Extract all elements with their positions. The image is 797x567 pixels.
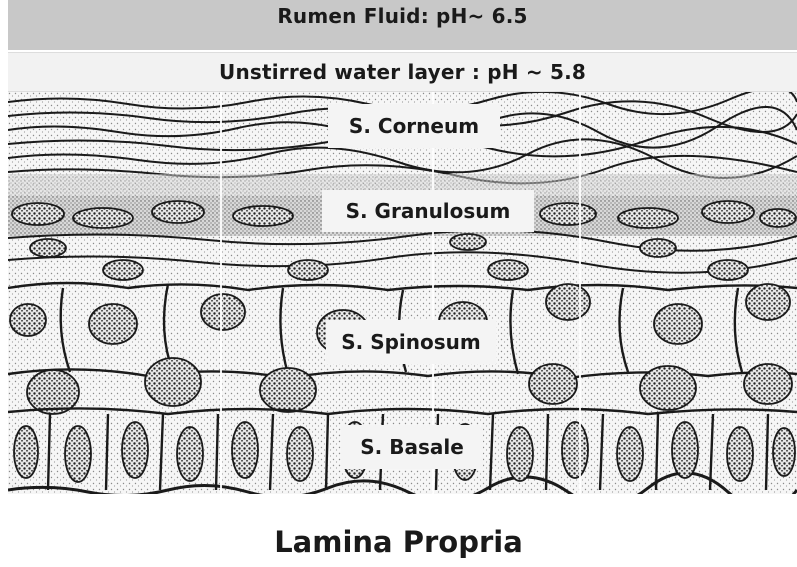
rumen-fluid-label: Rumen Fluid: pH~ 6.5 (277, 4, 528, 28)
stratum-spinosum-label: S. Spinosum (326, 320, 496, 364)
stratum-basale-label: S. Basale (341, 425, 483, 469)
stratum-corneum-label: S. Corneum (328, 104, 500, 148)
spinosum-nuclei (9, 283, 793, 415)
rumen-fluid-band: Rumen Fluid: pH~ 6.5 (8, 0, 797, 50)
lamina-propria-label: Lamina Propria (274, 525, 523, 559)
unstirred-water-layer-band: Unstirred water layer : pH ~ 5.8 (8, 52, 797, 92)
unstirred-water-layer-label: Unstirred water layer : pH ~ 5.8 (219, 60, 586, 84)
upper-spinosum-nuclei (29, 233, 749, 281)
stratum-granulosum-label: S. Granulosum (322, 190, 534, 232)
